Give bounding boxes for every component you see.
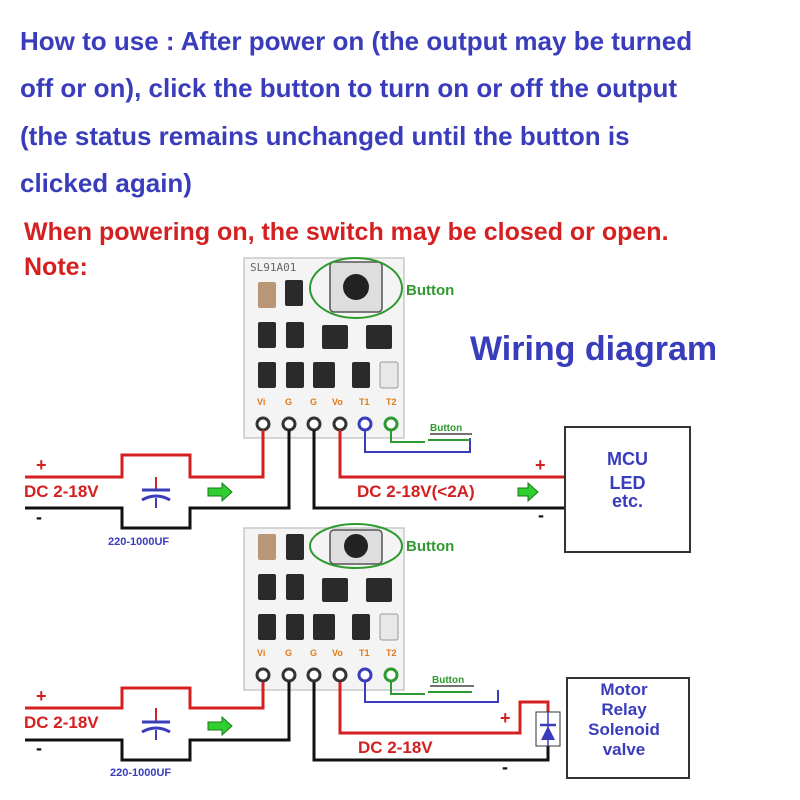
instruction-line-3: (the status remains unchanged until the … — [20, 121, 630, 151]
load-box-bottom — [566, 677, 690, 779]
load-item-top: etc. — [611, 491, 644, 511]
output-minus-bottom: - — [502, 757, 508, 777]
pin-g1-bottom: G — [285, 648, 293, 658]
load-item-bottom: Relay — [601, 700, 647, 719]
output-voltage-top: DC 2-18V(<2A) — [357, 482, 475, 501]
input-plus-bottom: + — [36, 686, 47, 706]
load-item-top: LED — [609, 473, 646, 493]
output-plus-bottom: + — [500, 708, 511, 728]
pin-vo-top: Vo — [332, 397, 343, 407]
board-model-label: SL91A01 — [250, 261, 297, 274]
capacitor-label-top: 220-1000UF — [108, 536, 170, 548]
pin-t2-bottom: T2 — [386, 648, 397, 658]
external-button-top — [428, 433, 472, 441]
load-item-top: MCU — [607, 449, 648, 469]
pin-t1-bottom: T1 — [359, 648, 370, 658]
diode-icon — [535, 711, 561, 747]
load-item-bottom: Motor — [600, 680, 648, 699]
input-plus-top: + — [36, 455, 47, 475]
pcb-board-top — [243, 257, 405, 439]
pin-g2-top: G — [310, 397, 318, 407]
capacitor-label-bottom: 220-1000UF — [110, 767, 172, 779]
output-voltage-bottom: DC 2-18V — [358, 738, 433, 757]
circuit-top-wires — [25, 430, 565, 530]
ext-button-label-top: Button — [430, 423, 463, 434]
load-list-bottom: Motor Relay Solenoid valve — [574, 680, 674, 760]
pin-vo-bottom: Vo — [332, 648, 343, 658]
output-minus-top: - — [538, 505, 544, 525]
input-minus-bottom: - — [36, 738, 42, 758]
button-label-bottom: Button — [406, 538, 455, 555]
pin-t1-top: T1 — [359, 397, 370, 407]
input-minus-top: - — [36, 507, 42, 527]
pin-vi-bottom: Vi — [257, 648, 266, 658]
capacitor-bottom — [141, 720, 171, 734]
circuit-bottom-wires — [25, 682, 550, 762]
pin-t2-top: T2 — [386, 397, 397, 407]
input-voltage-bottom: DC 2-18V — [24, 713, 99, 732]
capacitor-top — [141, 488, 171, 502]
instruction-line-4: clicked again) — [20, 168, 192, 198]
pin-g1-top: G — [285, 397, 293, 407]
arrow-input-top — [207, 481, 233, 503]
load-item-bottom: Solenoid — [588, 720, 660, 739]
note-label: Note: — [24, 253, 88, 281]
pcb-board-bottom — [243, 523, 405, 691]
external-button-bottom — [428, 685, 474, 693]
arrow-output-top — [517, 481, 539, 503]
pin-vi-top: Vi — [257, 397, 266, 407]
instruction-line-2: off or on), click the button to turn on … — [20, 73, 678, 103]
pin-g2-bottom: G — [310, 648, 318, 658]
ext-button-label-bottom: Button — [432, 675, 465, 686]
arrow-input-bottom — [207, 715, 233, 737]
diagram-title: Wiring diagram — [470, 330, 718, 368]
instruction-line-1: How to use : After power on (the output … — [20, 26, 693, 56]
output-plus-top: + — [535, 455, 546, 475]
load-list-top: MCU LED etc. — [565, 447, 690, 513]
input-voltage-top: DC 2-18V — [24, 482, 99, 501]
load-item-bottom: valve — [602, 740, 646, 759]
load-box-top — [564, 426, 691, 553]
warning-text: When powering on, the switch may be clos… — [24, 218, 669, 246]
button-label-top: Button — [406, 282, 455, 299]
